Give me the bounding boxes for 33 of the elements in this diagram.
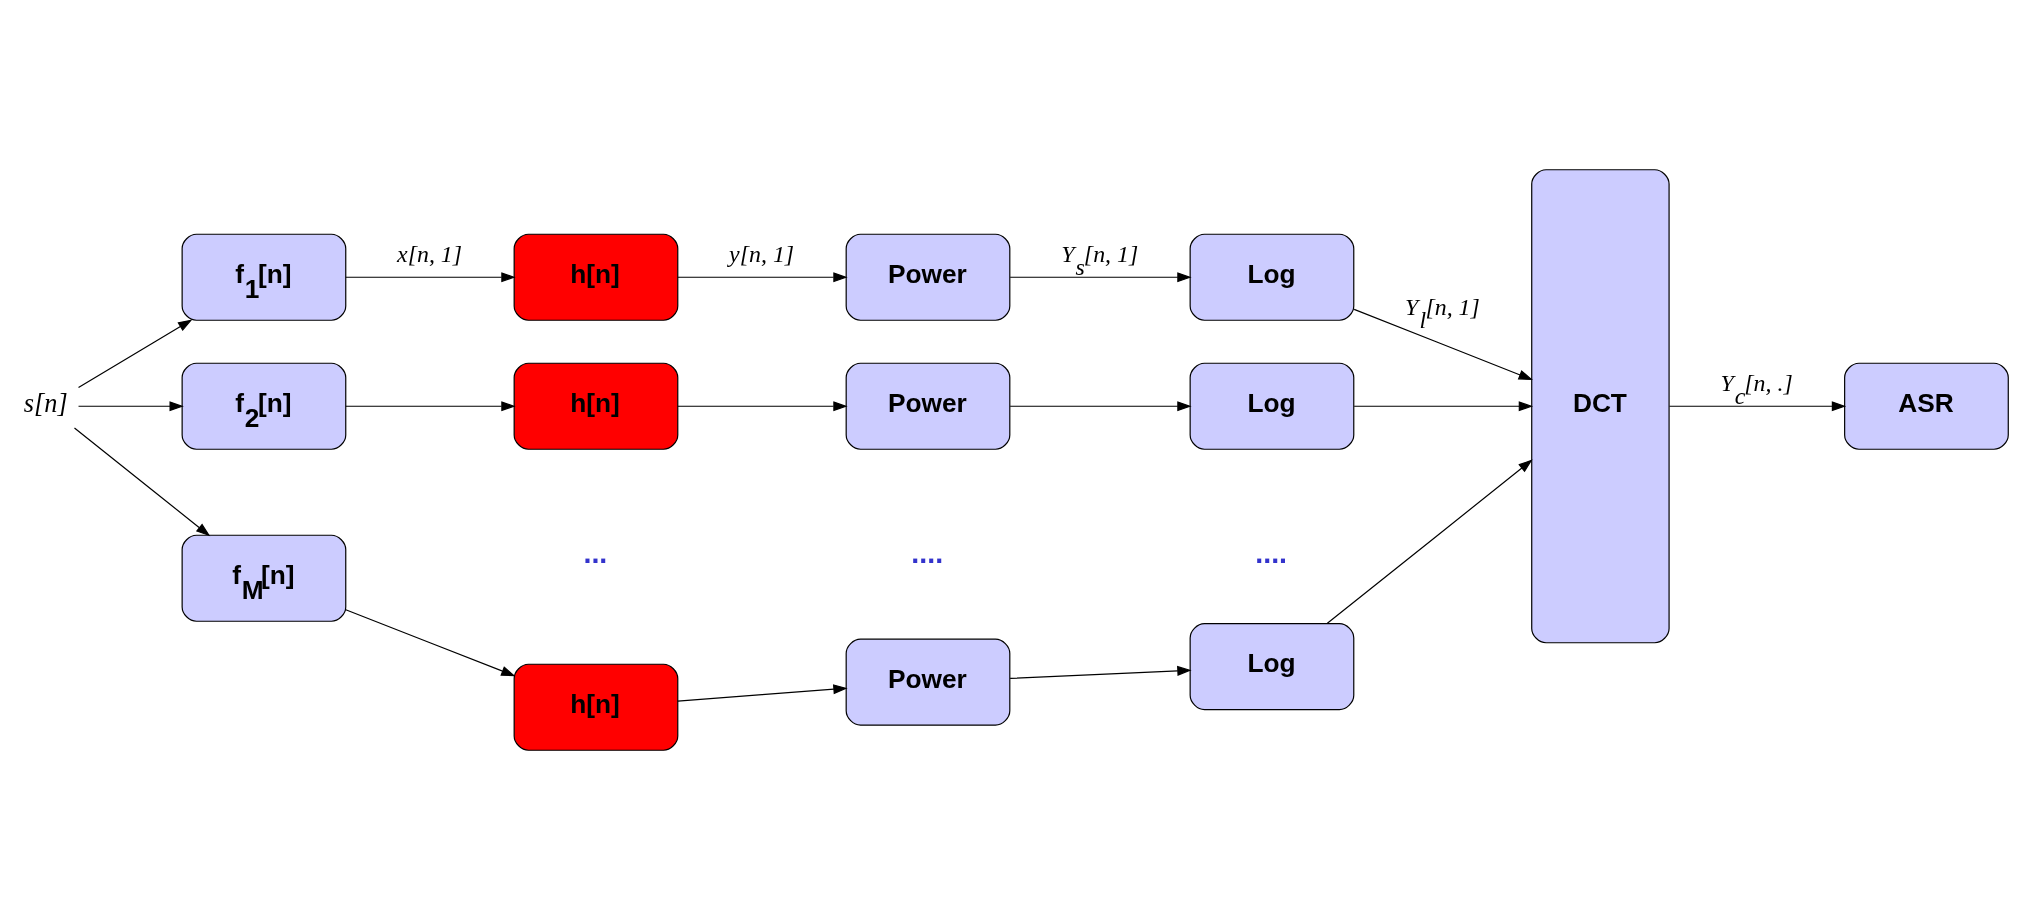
node-box: Log bbox=[1189, 362, 1355, 450]
node-box: Log bbox=[1189, 623, 1355, 711]
arrow bbox=[73, 427, 211, 537]
arrow bbox=[1009, 272, 1192, 283]
label: .... bbox=[1255, 536, 1288, 569]
node-box: h[n] bbox=[513, 362, 679, 450]
label: ... bbox=[583, 536, 608, 569]
arrow bbox=[345, 272, 516, 283]
arrow bbox=[677, 401, 848, 412]
node-box: Log bbox=[1189, 233, 1355, 321]
edge-label: y[n, 1] bbox=[729, 240, 795, 267]
node-box: h[n] bbox=[513, 663, 679, 751]
edge-label: x[n, 1] bbox=[397, 240, 463, 267]
arrow bbox=[345, 609, 516, 677]
node-box: Power bbox=[845, 638, 1011, 726]
node-box: ASR bbox=[1844, 362, 2009, 450]
arrow bbox=[1668, 401, 1847, 412]
arrow bbox=[1009, 401, 1192, 412]
arrow bbox=[345, 401, 516, 412]
arrow bbox=[677, 684, 848, 702]
node-box: Power bbox=[845, 233, 1011, 321]
node-box: Power bbox=[845, 362, 1011, 450]
node-box: h[n] bbox=[513, 233, 679, 321]
arrow bbox=[1353, 401, 1534, 412]
node-text: s[n] bbox=[23, 388, 68, 418]
arrow bbox=[1326, 459, 1533, 624]
arrow bbox=[1353, 308, 1533, 381]
arrow bbox=[1009, 665, 1192, 680]
label: .... bbox=[911, 536, 944, 569]
arrow bbox=[677, 272, 848, 283]
arrow bbox=[77, 401, 184, 412]
node-box: DCT bbox=[1531, 169, 1670, 644]
arrow bbox=[77, 319, 193, 389]
